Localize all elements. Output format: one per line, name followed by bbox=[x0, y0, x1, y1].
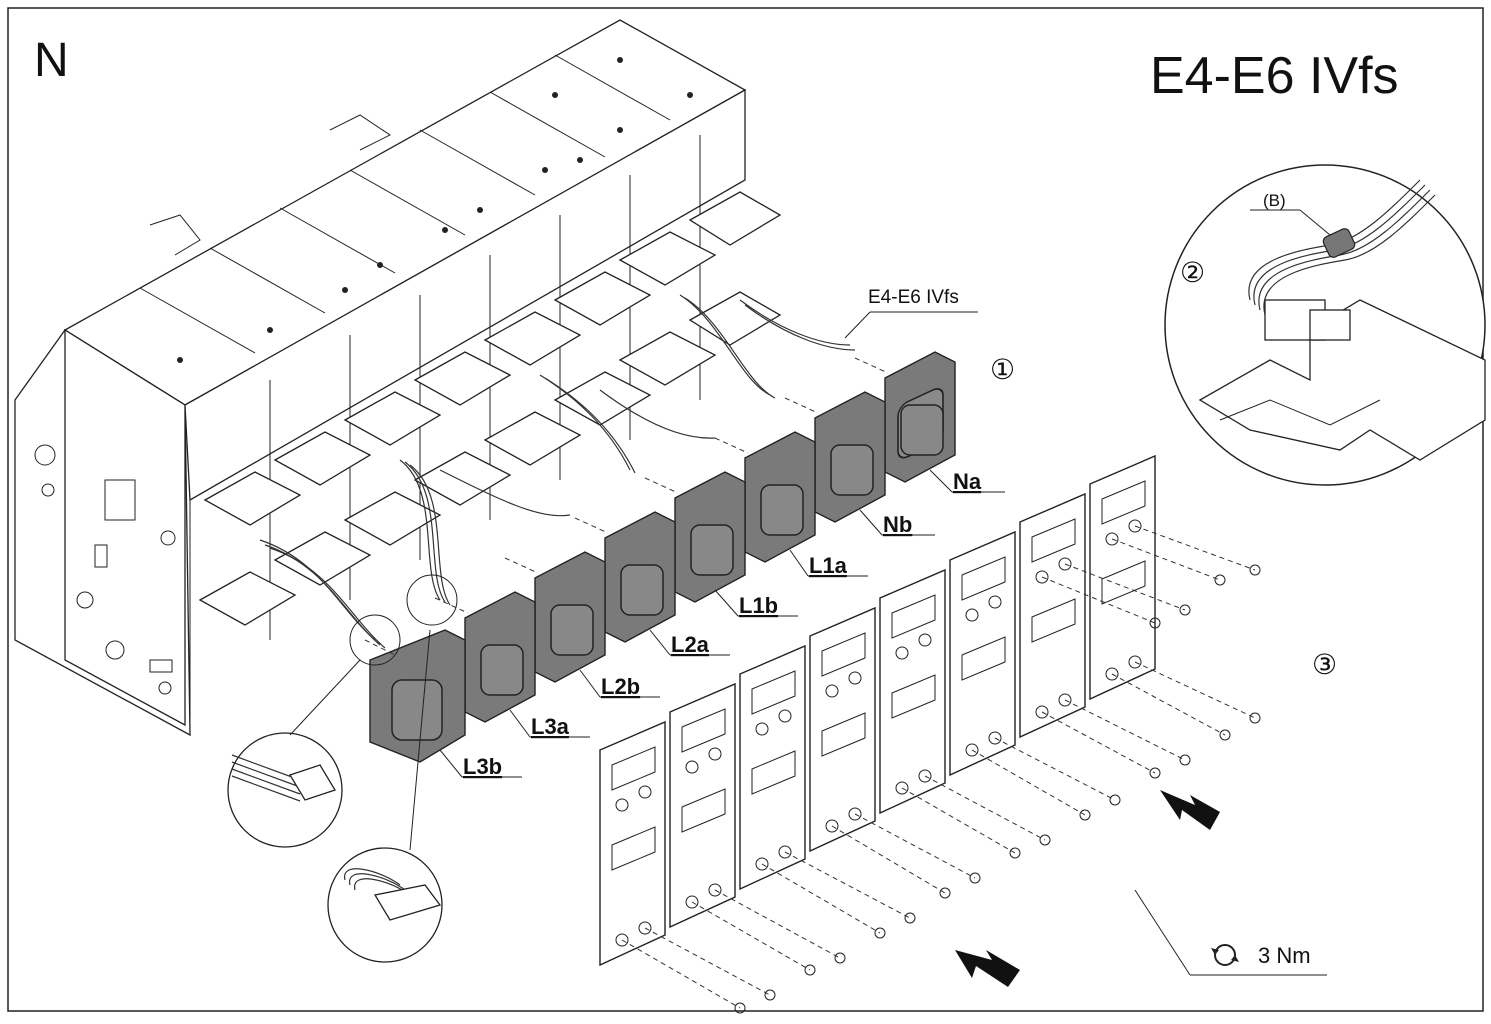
sensor-l3b bbox=[369, 629, 466, 763]
screws bbox=[621, 525, 1261, 1014]
sensor-l3a bbox=[464, 591, 536, 723]
cover-plate-5 bbox=[879, 568, 946, 815]
sensor-l2b bbox=[534, 551, 606, 683]
connector-leads bbox=[364, 357, 889, 656]
insert-arrow-right bbox=[1160, 790, 1220, 830]
cover-plate-6 bbox=[949, 530, 1016, 777]
connector-detail-bottom bbox=[327, 574, 458, 963]
frame-border bbox=[7, 7, 1484, 1012]
step-1-marker: ① bbox=[990, 354, 1015, 385]
detail-view-b: (B) ② bbox=[1164, 164, 1486, 486]
cover-plate-8 bbox=[1089, 454, 1156, 701]
sensor-labels: Na Nb L1a L1b L2a L2b L3a L3b bbox=[439, 469, 1005, 779]
label-l2a: L2a bbox=[671, 632, 710, 657]
cover-plate-7 bbox=[1019, 492, 1086, 739]
cover-plate-2 bbox=[669, 682, 736, 929]
sensor-cables bbox=[259, 294, 978, 649]
connector-detail-top bbox=[227, 614, 401, 848]
insert-arrow-bottom bbox=[955, 950, 1020, 987]
cover-plate-3 bbox=[739, 644, 806, 891]
detail-b-label: (B) bbox=[1263, 191, 1286, 210]
cover-plate-4 bbox=[809, 606, 876, 853]
current-sensors bbox=[369, 351, 956, 763]
sensor-l1a bbox=[744, 431, 816, 563]
sensor-nb bbox=[814, 391, 886, 523]
label-l3b: L3b bbox=[463, 754, 502, 779]
corner-letter: N bbox=[34, 34, 69, 87]
step-2-marker: ② bbox=[1180, 257, 1205, 288]
cable-callout-label: E4-E6 IVfs bbox=[868, 287, 959, 308]
torque-wrench-icon bbox=[1211, 944, 1239, 966]
label-l1a: L1a bbox=[809, 553, 848, 578]
cover-plate-1 bbox=[599, 720, 666, 967]
label-l3a: L3a bbox=[531, 714, 570, 739]
label-l2b: L2b bbox=[601, 674, 640, 699]
step-3-marker: ③ bbox=[1312, 649, 1337, 680]
sensor-l1b bbox=[674, 471, 746, 603]
page-title: E4-E6 IVfs bbox=[1150, 47, 1399, 105]
sensor-na bbox=[884, 351, 956, 483]
label-l1b: L1b bbox=[739, 593, 778, 618]
circuit-breaker-body bbox=[14, 19, 782, 737]
label-na: Na bbox=[953, 469, 982, 494]
cover-plates bbox=[599, 454, 1156, 967]
label-nb: Nb bbox=[883, 512, 912, 537]
torque-value: 3 Nm bbox=[1258, 943, 1311, 968]
torque-note: 3 Nm bbox=[1134, 889, 1327, 976]
sensor-l2a bbox=[604, 511, 676, 643]
